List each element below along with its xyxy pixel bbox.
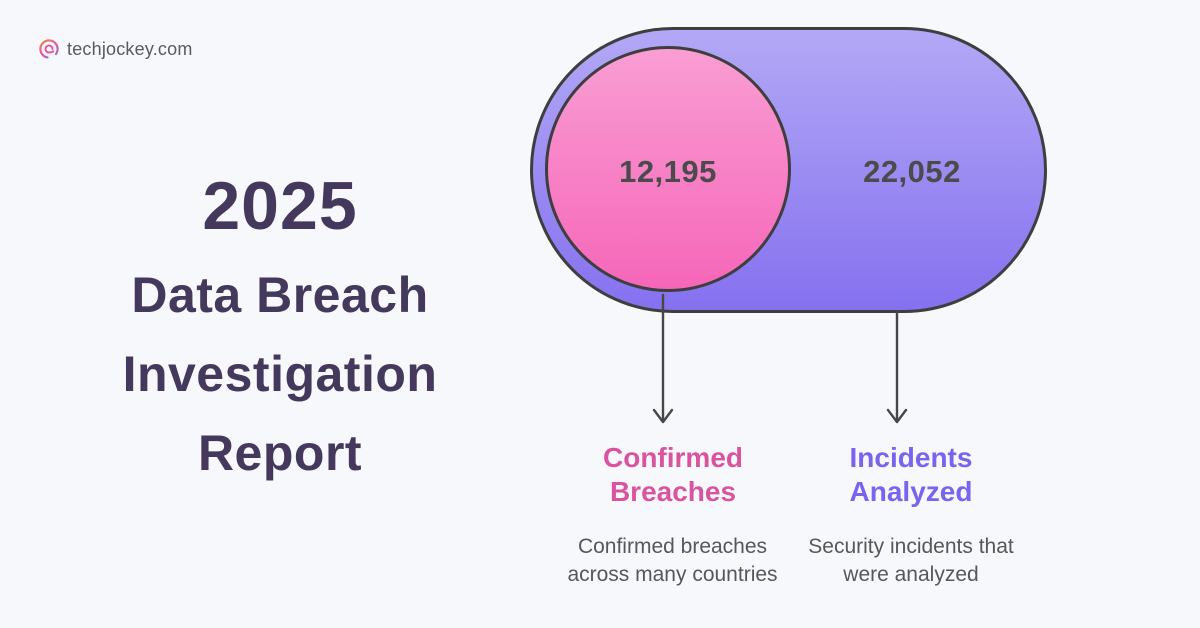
- title-line-3: Report: [197, 425, 363, 481]
- inner-set-label-line-2: Breaches: [609, 476, 737, 507]
- outer-set-description: Security incidents that were analyzed: [808, 535, 1014, 586]
- brand-logo: techjockey.com: [38, 38, 193, 60]
- title-lines: Data Breach Investigation Report: [65, 256, 495, 493]
- title-line-1: Data Breach: [131, 267, 429, 323]
- title-line-2: Investigation: [122, 346, 438, 402]
- title-block: 2025 Data Breach Investigation Report: [65, 170, 495, 493]
- inner-set-value: 12,195: [619, 154, 717, 189]
- title-year: 2025: [202, 168, 358, 244]
- outer-set-label-line-1: Incidents: [849, 442, 973, 473]
- techjockey-logo-icon: [39, 39, 59, 59]
- arrow-down-outer-icon: [886, 310, 908, 424]
- outer-set-label-line-2: Analyzed: [849, 476, 973, 507]
- inner-set-description: Confirmed breaches across many countries: [567, 535, 778, 586]
- outer-set-label: Incidents Analyzed: [811, 441, 1011, 509]
- inner-set-label-line-1: Confirmed: [603, 442, 743, 473]
- brand-name: techjockey.com: [67, 38, 193, 59]
- inner-set-label: Confirmed Breaches: [573, 441, 773, 509]
- outer-set-value: 22,052: [863, 154, 961, 189]
- inner-set-circle-shape: [545, 46, 791, 292]
- arrow-down-inner-icon: [652, 293, 674, 424]
